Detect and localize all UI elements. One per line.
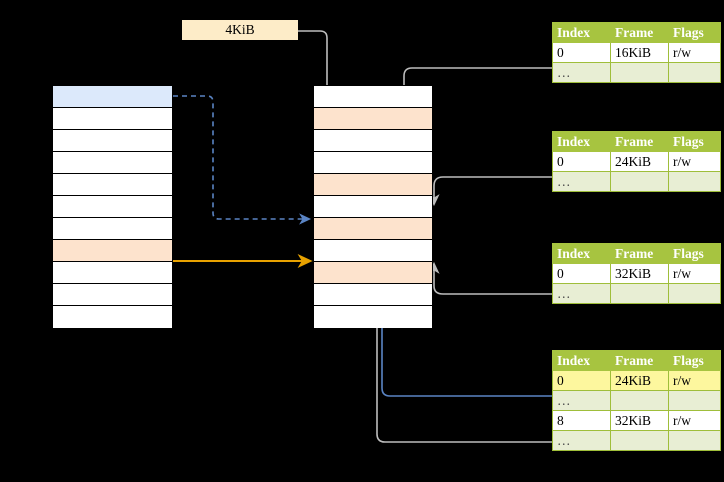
page-table-1-header-index: Index bbox=[552, 22, 611, 43]
page-table-3-r1-flg: r/w bbox=[668, 263, 721, 284]
page-table-4-row-4: … bbox=[552, 430, 721, 451]
page-table-4-r4-idx: … bbox=[552, 430, 611, 451]
size-label: 4KiB bbox=[182, 20, 298, 40]
page-table-2-r1-frm: 24KiB bbox=[610, 151, 669, 172]
page-table-2-r1-idx: 0 bbox=[552, 151, 611, 172]
source-memory-cell-5 bbox=[53, 174, 172, 196]
page-table-4-header-frame: Frame bbox=[610, 350, 669, 371]
source-memory-cell-9 bbox=[53, 262, 172, 284]
page-table-1-r2-flg bbox=[668, 62, 721, 83]
source-memory-cell-2 bbox=[53, 108, 172, 130]
page-table-3-header-flags: Flags bbox=[668, 243, 721, 264]
size-label-text: 4KiB bbox=[225, 22, 255, 37]
page-table-3-r2-idx: … bbox=[552, 283, 611, 304]
page-table-4-r2-frm bbox=[610, 390, 669, 411]
source-memory-cell-8 bbox=[53, 240, 172, 262]
connector-table2-to-middle bbox=[428, 176, 552, 207]
page-table-4-r1-frm: 24KiB bbox=[610, 370, 669, 391]
source-memory-column bbox=[52, 85, 173, 328]
page-table-4-r3-frm: 32KiB bbox=[610, 410, 669, 431]
page-table-4-row-2: … bbox=[552, 390, 721, 411]
source-memory-cell-7 bbox=[53, 218, 172, 240]
page-table-1-r1-idx: 0 bbox=[552, 42, 611, 63]
source-memory-cell-10 bbox=[53, 284, 172, 306]
page-table-4-r3-flg: r/w bbox=[668, 410, 721, 431]
page-table-4-r4-flg bbox=[668, 430, 721, 451]
page-table-2-row-2: … bbox=[552, 171, 721, 192]
page-table-4-r4-frm bbox=[610, 430, 669, 451]
page-table-4-r3-idx: 8 bbox=[552, 410, 611, 431]
source-memory-cell-11 bbox=[53, 306, 172, 328]
page-table-1-row-2: … bbox=[552, 62, 721, 83]
page-table-3-r1-frm: 32KiB bbox=[610, 263, 669, 284]
page-table-2-header-flags: Flags bbox=[668, 131, 721, 152]
source-memory-cell-3 bbox=[53, 130, 172, 152]
page-table-3-r1-idx: 0 bbox=[552, 263, 611, 284]
physical-memory-cell-8 bbox=[314, 240, 432, 262]
physical-memory-cell-10 bbox=[314, 284, 432, 306]
physical-memory-cell-11 bbox=[314, 306, 432, 328]
physical-memory-cell-2 bbox=[314, 108, 432, 130]
physical-memory-cell-5 bbox=[314, 174, 432, 196]
page-table-2-r2-idx: … bbox=[552, 171, 611, 192]
physical-memory-cell-1 bbox=[314, 86, 432, 108]
page-table-2-r2-flg bbox=[668, 171, 721, 192]
page-table-2-header-frame: Frame bbox=[610, 131, 669, 152]
page-table-4-header-index: Index bbox=[552, 350, 611, 371]
page-table-1-r1-flg: r/w bbox=[668, 42, 721, 63]
page-table-3-header-index: Index bbox=[552, 243, 611, 264]
page-table-1-header-flags: Flags bbox=[668, 22, 721, 43]
page-table-3-r2-frm bbox=[610, 283, 669, 304]
physical-memory-column bbox=[313, 85, 433, 328]
page-table-4-r2-idx: … bbox=[552, 390, 611, 411]
page-table-4-r2-flg bbox=[668, 390, 721, 411]
page-table-3-header-frame: Frame bbox=[610, 243, 669, 264]
page-table-1-r1-frm: 16KiB bbox=[610, 42, 669, 63]
page-table-3-r2-flg bbox=[668, 283, 721, 304]
physical-memory-cell-3 bbox=[314, 130, 432, 152]
physical-memory-cell-4 bbox=[314, 152, 432, 174]
page-table-1-r2-idx: … bbox=[552, 62, 611, 83]
page-table-2-r1-flg: r/w bbox=[668, 151, 721, 172]
page-table-2-header-index: Index bbox=[552, 131, 611, 152]
physical-memory-cell-9 bbox=[314, 262, 432, 284]
connector-blue-dashed bbox=[173, 95, 312, 225]
page-table-2-r2-frm bbox=[610, 171, 669, 192]
physical-memory-cell-7 bbox=[314, 218, 432, 240]
page-table-4-header-flags: Flags bbox=[668, 350, 721, 371]
physical-memory-cell-6 bbox=[314, 196, 432, 218]
connector-table3-to-middle bbox=[428, 261, 552, 295]
source-memory-cell-4 bbox=[53, 152, 172, 174]
page-table-4-r1-flg: r/w bbox=[668, 370, 721, 391]
page-table-1-r2-frm bbox=[610, 62, 669, 83]
source-memory-cell-6 bbox=[53, 196, 172, 218]
page-table-4-r1-idx: 0 bbox=[552, 370, 611, 391]
page-table-3-row-2: … bbox=[552, 283, 721, 304]
page-table-1-header-frame: Frame bbox=[610, 22, 669, 43]
source-memory-cell-1 bbox=[53, 86, 172, 108]
